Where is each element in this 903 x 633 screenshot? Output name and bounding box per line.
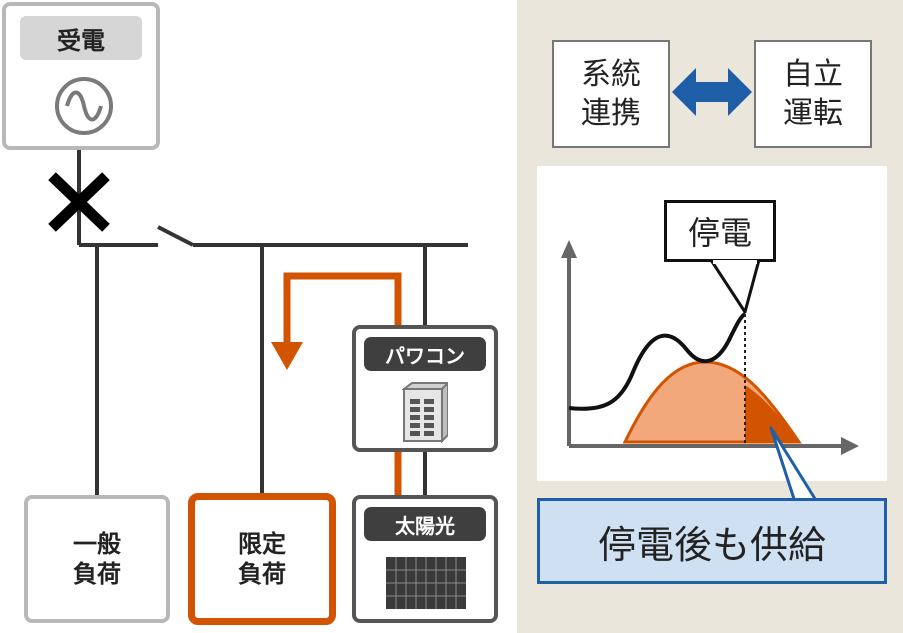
power-receive-label-bg: 受電	[20, 16, 142, 60]
outage-label: 停電	[687, 214, 752, 252]
self-sustained-line1: 自立	[783, 57, 843, 92]
demand-curve	[568, 312, 747, 411]
general-load-line1: 一般	[73, 530, 121, 558]
limited-load-box: 限定 負荷	[188, 493, 336, 625]
pcs-label-tag: パワコン	[364, 337, 486, 371]
solar-label-tag: 太陽光	[364, 507, 486, 541]
ac-source-icon	[55, 77, 113, 135]
power-receive-label: 受電	[57, 26, 105, 55]
general-load-line2: 負荷	[73, 560, 121, 588]
supply-callout: 停電後も供給	[537, 498, 887, 584]
power-chart-svg	[561, 240, 859, 455]
supply-label: 停電後も供給	[597, 522, 826, 567]
flow-path	[283, 272, 402, 345]
outage-callout: 停電	[664, 200, 776, 262]
operation-mode-panel: 系統 連携 自立 運転	[517, 0, 903, 633]
power-chart-area: 停電	[537, 166, 887, 481]
pcs-box: パワコン	[352, 325, 498, 452]
self-sustained-line2: 運転	[783, 96, 843, 131]
wiring-svg	[48, 150, 468, 495]
limited-load-line2: 負荷	[238, 560, 286, 588]
self-sustained-box: 自立 運転	[754, 40, 872, 148]
solar-label: 太陽光	[395, 513, 455, 538]
x-axis-arrowhead	[841, 437, 859, 455]
supply-callout-pointer	[769, 426, 819, 504]
solar-box: 太陽光	[352, 495, 498, 623]
power-receive-box: 受電	[2, 2, 160, 150]
switch-blade	[157, 225, 194, 247]
limited-load-line1: 限定	[238, 530, 286, 558]
pcs-label: パワコン	[385, 343, 465, 368]
outage-callout-pointer	[709, 260, 761, 314]
grid-connected-line2: 連携	[581, 96, 641, 131]
post-outage-supply-area	[745, 385, 799, 442]
y-axis-arrowhead	[561, 240, 577, 258]
solar-panel-icon	[386, 557, 466, 609]
grid-connected-line1: 系統	[581, 57, 641, 92]
general-load-box: 一般 負荷	[24, 495, 170, 623]
flow-arrowhead	[271, 342, 303, 370]
breaker-open-icon	[48, 172, 110, 232]
inverter-icon	[402, 381, 448, 443]
grid-connected-box: 系統 連携	[552, 40, 670, 148]
switch-mode-arrow-icon	[672, 68, 752, 116]
